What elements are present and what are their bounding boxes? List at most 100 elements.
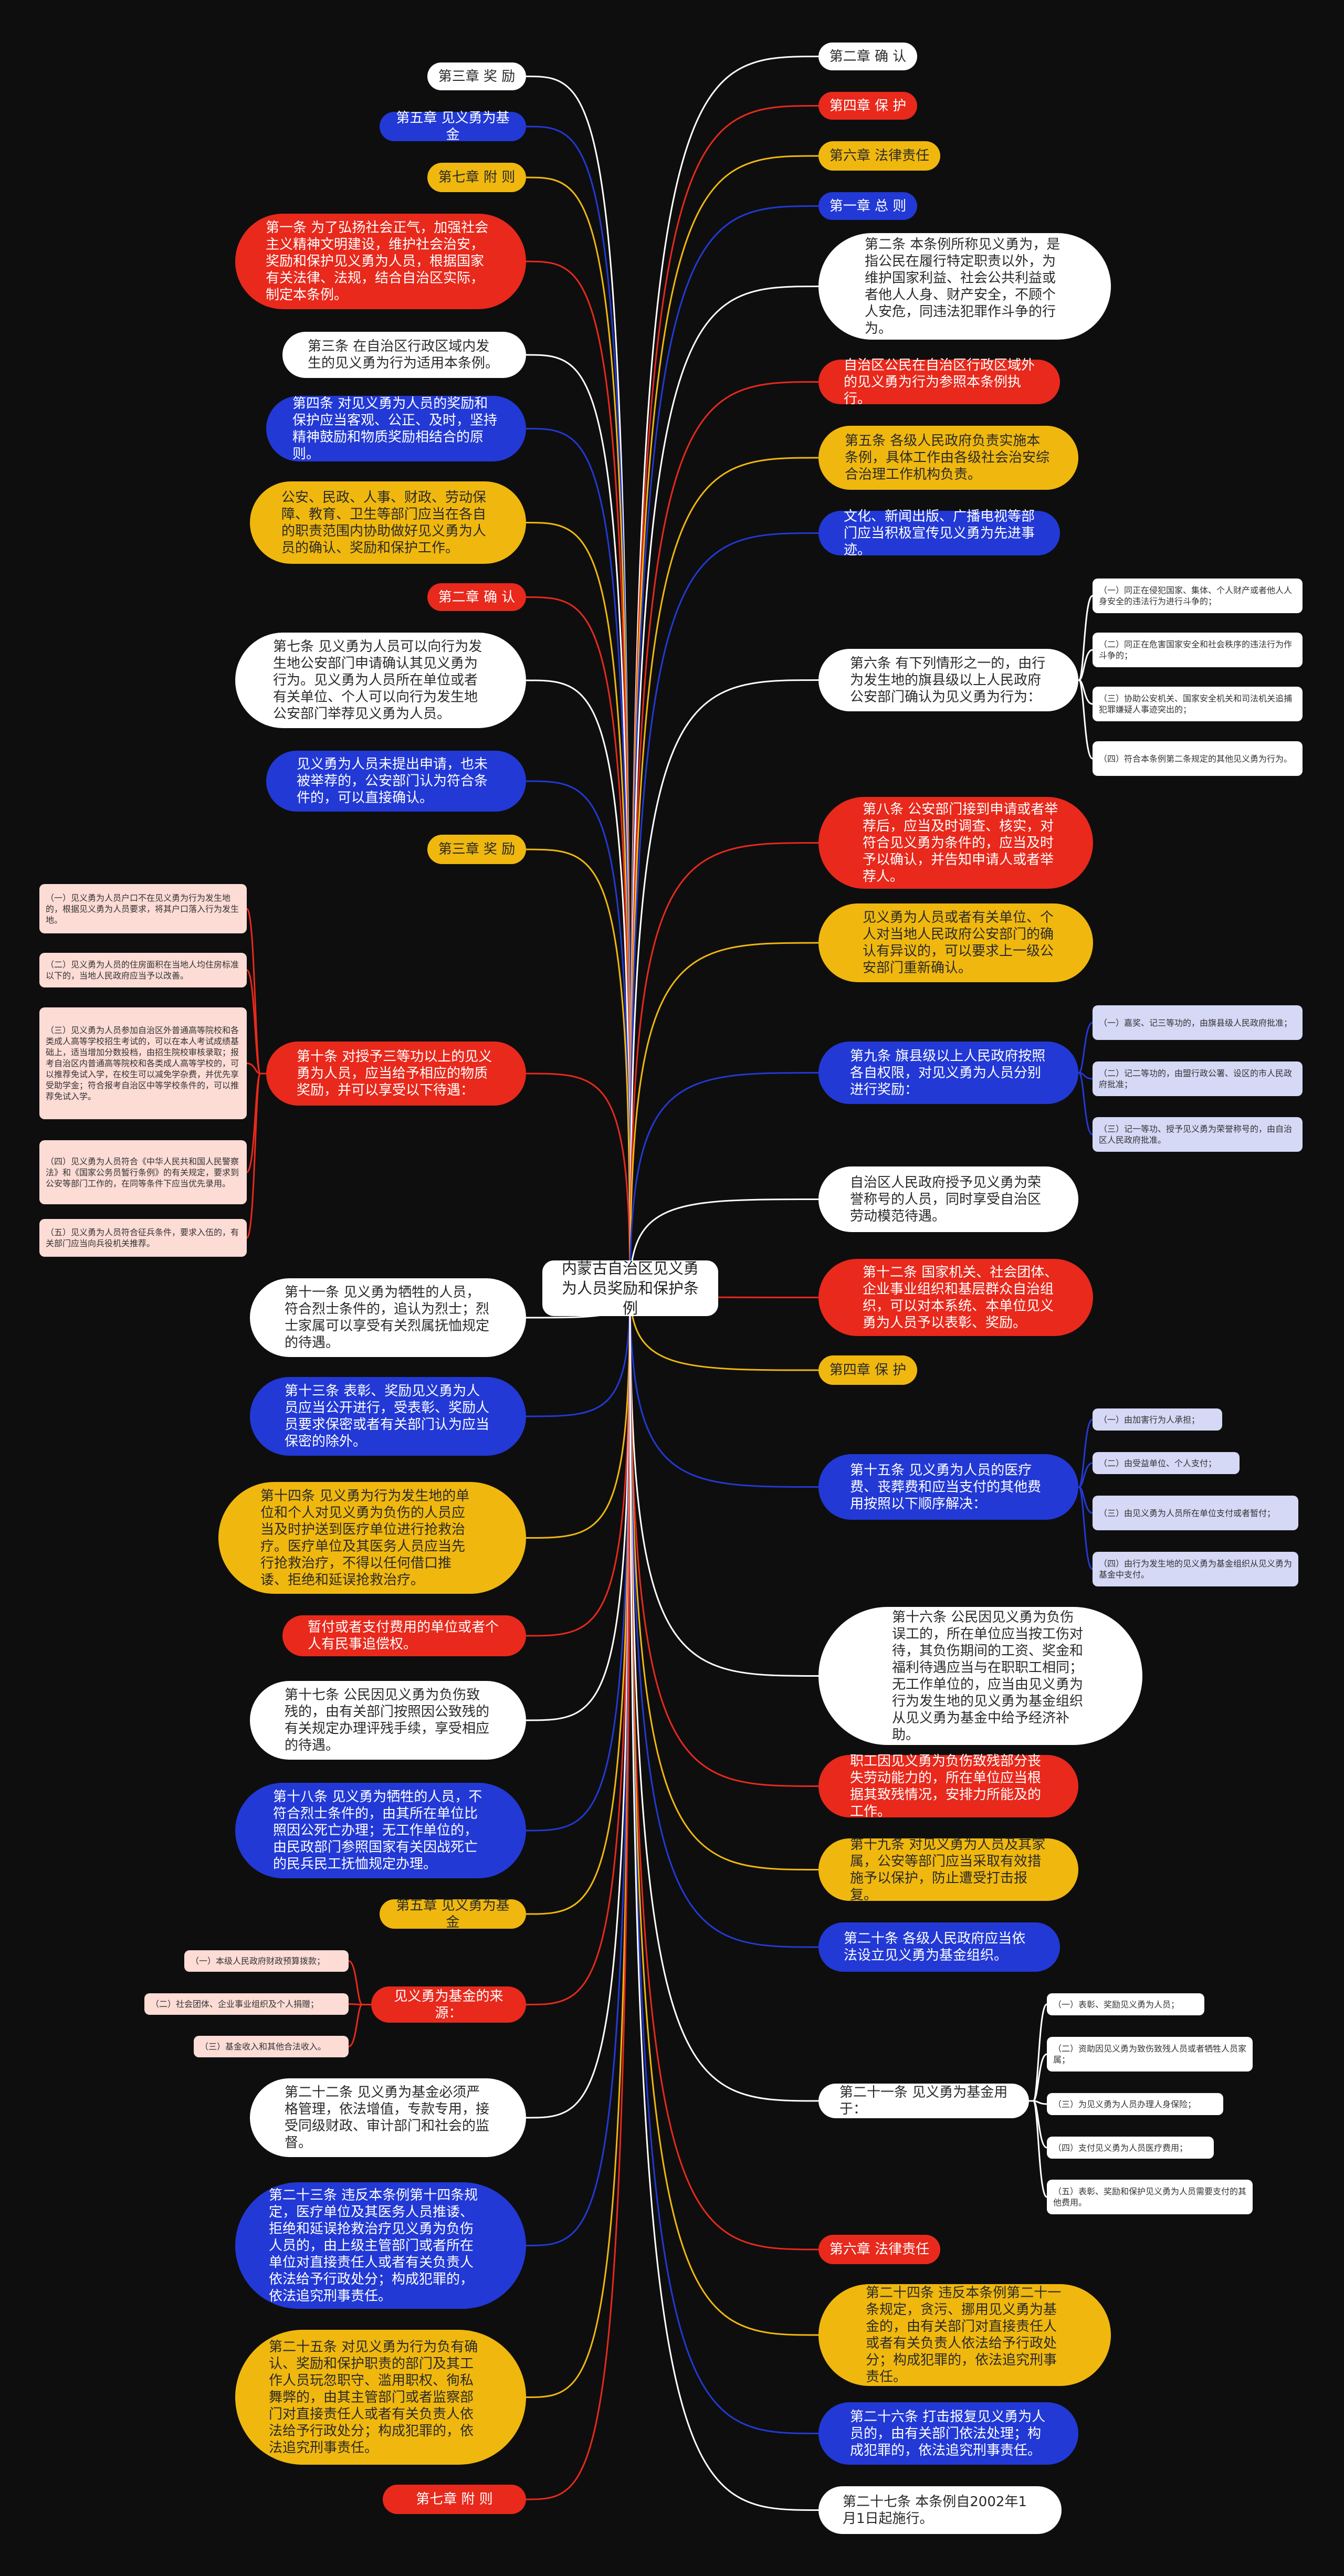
- article-6-item-2[interactable]: （二）同正在危害国家安全和社会秩序的违法行为作斗争的；: [1093, 633, 1303, 667]
- root-node[interactable]: 内蒙古自治区见义勇为人员奖励和保护条例: [542, 1259, 718, 1317]
- branch-line: [629, 1288, 819, 2102]
- item-text: （三）记一等功、授予见义勇为荣誉称号的，由自治区人民政府批准。: [1099, 1124, 1293, 1145]
- article-15-node[interactable]: 第十五条 见义勇为人员的医疗费、丧葬费和应当支付的其他费用按照以下顺序解决：: [818, 1454, 1078, 1520]
- node-text: 第十三条 表彰、奖励见义勇为人员应当公开进行，受表彰、奖励人员要求保密或者有关部…: [285, 1383, 490, 1449]
- article-25-node[interactable]: 第二十五条 对见义勇为行为负有确认、奖励和保护职责的部门及其工作人员玩忽职守、滥…: [235, 2330, 526, 2465]
- article-8-node[interactable]: 第八条 公安部门接到申请或者举荐后，应当及时调查、核实，对符合见义勇为条件的，应…: [818, 797, 1093, 889]
- chapter-5-fund-node-2[interactable]: 第五章 见义勇为基金: [380, 1898, 526, 1930]
- fund-source-item-2[interactable]: （二）社会团体、企业事业组织及个人捐赠；: [144, 1993, 349, 2015]
- branch-line: [526, 1288, 631, 1417]
- node-text: 第一章 总 则: [829, 198, 907, 214]
- article-10-node[interactable]: 第十条 对授予三等功以上的见义勇为人员，应当给予相应的物质奖励，并可以享受以下待…: [266, 1042, 526, 1106]
- disabled-worker-node[interactable]: 职工因见义勇为负伤致残部分丧失劳动能力的，所在单位应当根据其致残情况，安排力所能…: [818, 1753, 1078, 1820]
- node-text: 文化、新闻出版、广播电视等部门应当积极宣传见义勇为先进事迹。: [844, 508, 1035, 558]
- article-15-item-1[interactable]: （一）由加害行为人承担；: [1093, 1408, 1222, 1431]
- root-title: 内蒙古自治区见义勇为人员奖励和保护条例: [561, 1259, 699, 1317]
- chapter-3-reward-node[interactable]: 第三章 奖 励: [427, 62, 526, 90]
- article-21-item-2[interactable]: （二）资助因见义勇为致伤致残人员或者牺牲人员家属；: [1047, 2037, 1253, 2072]
- article-10-item-1[interactable]: （一）见义勇为人员户口不在见义勇为行为发生地的，根据见义勇为人员要求，将其户口落…: [39, 884, 247, 933]
- direct-confirmation-node[interactable]: 见义勇为人员未提出申请，也未被举荐的，公安部门认为符合条件的，可以直接确认。: [266, 751, 526, 812]
- article-10-item-5[interactable]: （五）见义勇为人员符合征兵条件，要求入伍的，有关部门应当向兵役机关推荐。: [39, 1219, 247, 1257]
- article-6-item-3[interactable]: （三）协助公安机关、国家安全机关和司法机关追捕犯罪嫌疑人事迹突出的；: [1093, 687, 1303, 721]
- chapter-6-liability-node[interactable]: 第六章 法律责任: [818, 141, 940, 171]
- branch-line: [526, 1288, 631, 2398]
- article-23-node[interactable]: 第二十三条 违反本条例第十四条规定，医疗单位及其医务人员推诿、拒绝和延误抢救治疗…: [235, 2182, 526, 2309]
- node-text: 第十一条 见义勇为牺牲的人员，符合烈士条件的，追认为烈士；烈士家属可以享受有关烈…: [285, 1285, 490, 1351]
- chapter-7-supplementary-node[interactable]: 第七章 附 则: [427, 163, 526, 192]
- item-text: （五）表彰、奖励和保护见义勇为人员需要支付的其他费用。: [1053, 2186, 1247, 2207]
- article-9-node[interactable]: 第九条 旗县级以上人民政府按照各自权限，对见义勇为人员分别进行奖励：: [818, 1042, 1078, 1104]
- honor-title-node[interactable]: 自治区人民政府授予见义勇为荣誉称号的人员，同时享受自治区劳动模范待遇。: [818, 1166, 1078, 1232]
- article-9-item-2[interactable]: （二）记二等功的，由盟行政公署、设区的市人民政府批准；: [1093, 1061, 1303, 1096]
- article-18-node[interactable]: 第十八条 见义勇为牺牲的人员，不符合烈士条件的，由其所在单位比照因公死亡办理；无…: [235, 1783, 526, 1878]
- article-5-node[interactable]: 第五条 各级人民政府负责实施本条例，具体工作由各级社会治安综合治理工作机构负责。: [818, 426, 1078, 490]
- branch-line: [526, 354, 631, 1289]
- article-10-item-4[interactable]: （四）见义勇为人员符合《中华人民共和国人民警察法》和《国家公务员暂行条例》的有关…: [39, 1140, 247, 1204]
- chapter-4-protection-node-2[interactable]: 第四章 保 护: [818, 1355, 917, 1385]
- node-text: 第八条 公安部门接到申请或者举荐后，应当及时调查、核实，对符合见义勇为条件的，应…: [863, 801, 1058, 885]
- article-3-node[interactable]: 第三条 在自治区行政区域内发生的见义勇为行为适用本条例。: [282, 332, 526, 378]
- item-text: （四）符合本条例第二条规定的其他见义勇为行为。: [1099, 753, 1293, 764]
- article-6-node[interactable]: 第六条 有下列情形之一的，由行为发生地的旗县级以上人民政府公安部门确认为见义勇为…: [818, 649, 1078, 711]
- article-10-item-3[interactable]: （三）见义勇为人员参加自治区外普通高等院校和各类成人高等学校招生考试的，可以在本…: [39, 1007, 247, 1119]
- article-21-item-5[interactable]: （五）表彰、奖励和保护见义勇为人员需要支付的其他费用。: [1047, 2180, 1253, 2214]
- item-text: （一）表彰、奖励见义勇为人员；: [1053, 1999, 1180, 2010]
- article-14-node[interactable]: 第十四条 见义勇为行为发生地的单位和个人对见义勇为负伤的人员应当及时护送到医疗单…: [218, 1482, 526, 1594]
- article-24-node[interactable]: 第二十四条 违反本条例第二十一条规定，贪污、挪用见义勇为基金的，由有关部门对直接…: [818, 2284, 1111, 2386]
- article-21-item-3[interactable]: （三）为见义勇为人员办理人身保险；: [1047, 2093, 1223, 2115]
- article-2-node[interactable]: 第二条 本条例所称见义勇为，是指公民在履行特定职责以外，为维护国家利益、社会公共…: [818, 233, 1111, 340]
- recourse-right-node[interactable]: 暂付或者支付费用的单位或者个人有民事追偿权。: [282, 1615, 526, 1656]
- reconfirmation-node[interactable]: 见义勇为人员或者有关单位、个人对当地人民政府公安部门的确认有异议的，可以要求上一…: [818, 903, 1093, 982]
- departments-assist-node[interactable]: 公安、民政、人事、财政、劳动保障、教育、卫生等部门应当在各自的职责范围内协助做好…: [250, 481, 526, 564]
- article-12-node[interactable]: 第十二条 国家机关、社会团体、企业事业组织和基层群众自治组织，可以对本系统、本单…: [818, 1259, 1093, 1336]
- chapter-4-protection-node[interactable]: 第四章 保 护: [818, 92, 917, 120]
- article-26-node[interactable]: 第二十六条 打击报复见义勇为人员的，由有关部门依法处理；构成犯罪的，依法追究刑事…: [818, 2402, 1078, 2465]
- item-text: （二）由受益单位、个人支付；: [1099, 1458, 1217, 1468]
- branch-line: [526, 1288, 631, 1637]
- chapter-1-general-node[interactable]: 第一章 总 则: [818, 192, 917, 220]
- article-9-item-1[interactable]: （一）嘉奖、记三等功的，由旗县级人民政府批准；: [1093, 1005, 1303, 1040]
- fund-source-item-3[interactable]: （三）基金收入和其他合法收入。: [194, 2036, 349, 2057]
- chapter-6-liability-node-2[interactable]: 第六章 法律责任: [818, 2235, 940, 2264]
- publicity-node[interactable]: 文化、新闻出版、广播电视等部门应当积极宣传见义勇为先进事迹。: [818, 509, 1060, 558]
- article-15-item-2[interactable]: （二）由受益单位、个人支付；: [1093, 1452, 1240, 1474]
- article-15-item-4[interactable]: （四）由行为发生地的见义勇为基金组织从见义勇为基金中支付。: [1093, 1552, 1298, 1586]
- branch-line: [629, 1288, 819, 1488]
- article-21-item-1[interactable]: （一）表彰、奖励见义勇为人员；: [1047, 1993, 1204, 2015]
- article-21-node[interactable]: 第二十一条 见义勇为基金用于：: [818, 2084, 1029, 2118]
- child-connector-line: [1078, 1486, 1093, 1570]
- article-27-node[interactable]: 第二十七条 本条例自2002年1月1日起施行。: [818, 2486, 1062, 2534]
- article-6-item-4[interactable]: （四）符合本条例第二条规定的其他见义勇为行为。: [1093, 741, 1303, 776]
- item-text: （三）由见义勇为人员所在单位支付或者暂付；: [1099, 1508, 1276, 1518]
- branch-line: [629, 1288, 819, 1787]
- article-16-node[interactable]: 第十六条 公民因见义勇为负伤误工的，所在单位应当按工伤对待，其负伤期间的工资、奖…: [818, 1607, 1142, 1745]
- fund-source-item-1[interactable]: （一）本级人民政府财政预算拨款；: [184, 1950, 349, 1972]
- node-text: 第二十六条 打击报复见义勇为人员的，由有关部门依法处理；构成犯罪的，依法追究刑事…: [850, 2409, 1046, 2458]
- chapter-2-confirmation-node[interactable]: 第二章 确 认: [427, 583, 526, 611]
- chapter-5-fund-node[interactable]: 第五章 见义勇为基金: [380, 110, 526, 143]
- branch-line: [526, 596, 631, 1289]
- outside-region-node[interactable]: 自治区公民在自治区行政区域外的见义勇为行为参照本条例执行。: [818, 358, 1060, 407]
- article-20-node[interactable]: 第二十条 各级人民政府应当依法设立见义勇为基金组织。: [818, 1922, 1060, 1972]
- article-19-node[interactable]: 第十九条 对见义勇为人员及其家属，公安等部门应当采取有效措施予以保护，防止遭受打…: [818, 1837, 1078, 1903]
- article-15-item-3[interactable]: （三）由见义勇为人员所在单位支付或者暂付；: [1093, 1496, 1298, 1530]
- article-4-node[interactable]: 第四条 对见义勇为人员的奖励和保护应当客观、公正、及时，坚持精神鼓励和物质奖励相…: [266, 396, 526, 462]
- article-10-item-2[interactable]: （二）见义勇为人员的住房面积在当地人均住房标准以下的，当地人民政府应当予以改善。: [39, 953, 247, 987]
- article-1-node[interactable]: 第一条 为了弘扬社会正气，加强社会主义精神文明建设，维护社会治安，奖励和保护见义…: [235, 214, 526, 309]
- article-22-node[interactable]: 第二十二条 见义勇为基金必须严格管理，依法增值，专款专用，接受同级财政、审计部门…: [250, 2078, 526, 2157]
- node-text: 第十七条 公民因见义勇为负伤致残的，由有关部门按照因公致残的有关规定办理评残手续…: [285, 1687, 490, 1753]
- article-9-item-3[interactable]: （三）记一等功、授予见义勇为荣誉称号的，由自治区人民政府批准。: [1093, 1117, 1303, 1152]
- article-7-node[interactable]: 第七条 见义勇为人员可以向行为发生地公安部门申请确认其见义勇为行为。见义勇为人员…: [235, 633, 526, 728]
- node-text: 公安、民政、人事、财政、劳动保障、教育、卫生等部门应当在各自的职责范围内协助做好…: [281, 489, 487, 556]
- chapter-7-supplementary-node-2[interactable]: 第七章 附 则: [383, 2485, 526, 2514]
- chapter-3-reward-node-2[interactable]: 第三章 奖 励: [427, 835, 526, 864]
- node-text: 第六章 法律责任: [829, 148, 930, 164]
- article-17-node[interactable]: 第十七条 公民因见义勇为负伤致残的，由有关部门按照因公致残的有关规定办理评残手续…: [250, 1681, 526, 1760]
- chapter-2-confirmation-node-r[interactable]: 第二章 确 认: [818, 43, 917, 70]
- article-13-node[interactable]: 第十三条 表彰、奖励见义勇为人员应当公开进行，受表彰、奖励人员要求保密或者有关部…: [250, 1377, 526, 1456]
- fund-sources-node[interactable]: 见义勇为基金的来源：: [371, 1986, 526, 2023]
- article-21-item-4[interactable]: （四）支付见义勇为人员医疗费用；: [1047, 2137, 1214, 2159]
- article-6-item-1[interactable]: （一）同正在侵犯国家、集体、个人财产或者他人人身安全的违法行为进行斗争的；: [1093, 579, 1303, 613]
- branch-line: [526, 1288, 631, 2500]
- article-11-node[interactable]: 第十一条 见义勇为牺牲的人员，符合烈士条件的，追认为烈士；烈士家属可以享受有关烈…: [250, 1278, 526, 1357]
